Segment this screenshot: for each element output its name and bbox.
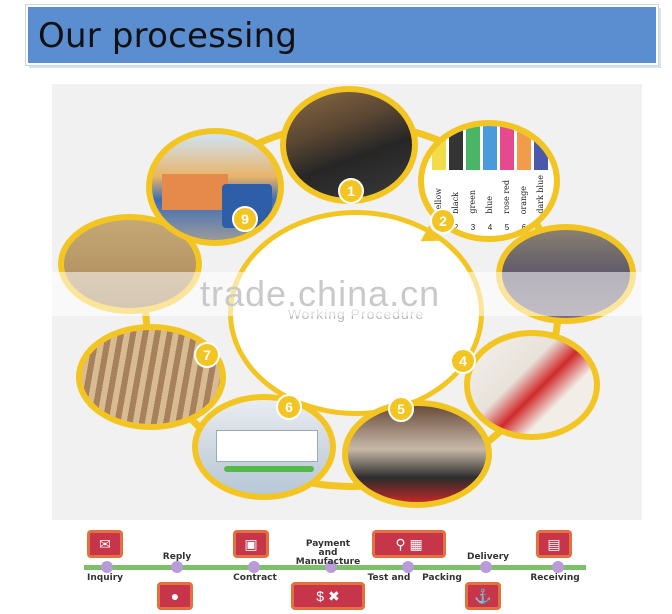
payment-line-3: Manufacture bbox=[295, 557, 361, 567]
computer-icon: ▤ bbox=[536, 530, 572, 558]
pen-number: 2 bbox=[453, 223, 459, 232]
watermark-text: trade.china.cn bbox=[200, 273, 441, 314]
search-box-icon: ⚲ ▦ bbox=[372, 530, 446, 558]
step-label-inquiry: Inquiry bbox=[87, 573, 123, 583]
pen-yellow bbox=[432, 126, 446, 170]
workflow-dot-payment bbox=[325, 561, 337, 573]
payment-line-2: and bbox=[318, 548, 338, 558]
step-6-photo bbox=[192, 394, 336, 500]
step-badge-6: 6 bbox=[276, 394, 302, 420]
pen-label: dark blue bbox=[536, 175, 545, 214]
step-badge-4: 4 bbox=[450, 348, 476, 374]
workflow-dot-delivery bbox=[480, 561, 492, 573]
workflow-dot-contract bbox=[248, 561, 260, 573]
pen-orange bbox=[517, 126, 531, 170]
step-badge-1: 1 bbox=[338, 178, 364, 204]
page-title: Our processing bbox=[38, 16, 298, 56]
envelope-icon: ✉ bbox=[87, 530, 123, 558]
header-banner: Our processing bbox=[26, 5, 658, 65]
pen-black bbox=[449, 126, 463, 170]
pen-label: rose red bbox=[502, 180, 511, 214]
workflow-dot-receiving bbox=[552, 561, 564, 573]
watermark-band bbox=[52, 272, 642, 316]
pen-number: 5 bbox=[504, 223, 510, 232]
pen-dark-blue bbox=[534, 126, 548, 170]
step-badge-9: 9 bbox=[232, 206, 258, 232]
pen-number: 4 bbox=[487, 223, 493, 232]
process-diagram: Working Procedure yellow1black2green3blu… bbox=[52, 84, 642, 520]
pen-number: 6 bbox=[521, 223, 527, 232]
step-badge-7: 7 bbox=[194, 342, 220, 368]
pen-number: 3 bbox=[470, 223, 476, 232]
step-5-photo bbox=[342, 400, 492, 508]
workflow-dot-inquiry bbox=[101, 561, 113, 573]
step-label-delivery: Delivery bbox=[466, 552, 510, 562]
step-label-packing: Packing bbox=[422, 573, 462, 583]
step-label-contract: Contract bbox=[233, 573, 277, 583]
pen-label: green bbox=[468, 190, 477, 214]
step-badge-5: 5 bbox=[388, 396, 414, 422]
pen-blue bbox=[483, 126, 497, 170]
step-badge-2: 2 bbox=[430, 208, 456, 234]
payment-line-1: Payment bbox=[305, 539, 351, 549]
dollar-tools-icon: $ ✖ bbox=[291, 582, 365, 610]
step-label-test: Test and bbox=[367, 573, 411, 583]
step-7-photo bbox=[76, 324, 226, 430]
truck-cargo bbox=[162, 174, 228, 210]
step-label-receiving: Receiving bbox=[530, 573, 580, 583]
workflow-dot-test bbox=[402, 561, 414, 573]
selfie-stick bbox=[224, 466, 314, 472]
chat-icon: ● bbox=[157, 582, 193, 610]
step-label-payment: Payment and Manufacture bbox=[290, 540, 366, 567]
pen-green bbox=[466, 126, 480, 170]
ship-icon: ⚓ bbox=[465, 582, 501, 610]
step-label-reply: Reply bbox=[162, 552, 192, 562]
pen-rose-red bbox=[500, 126, 514, 170]
monitor-icon: ▣ bbox=[233, 530, 269, 558]
step-4-photo bbox=[464, 330, 600, 440]
product-box bbox=[216, 430, 318, 462]
pen-label: orange bbox=[519, 185, 528, 214]
workflow-dot-reply bbox=[171, 561, 183, 573]
step-9-photo bbox=[146, 128, 284, 246]
pen-label: blue bbox=[485, 196, 494, 214]
